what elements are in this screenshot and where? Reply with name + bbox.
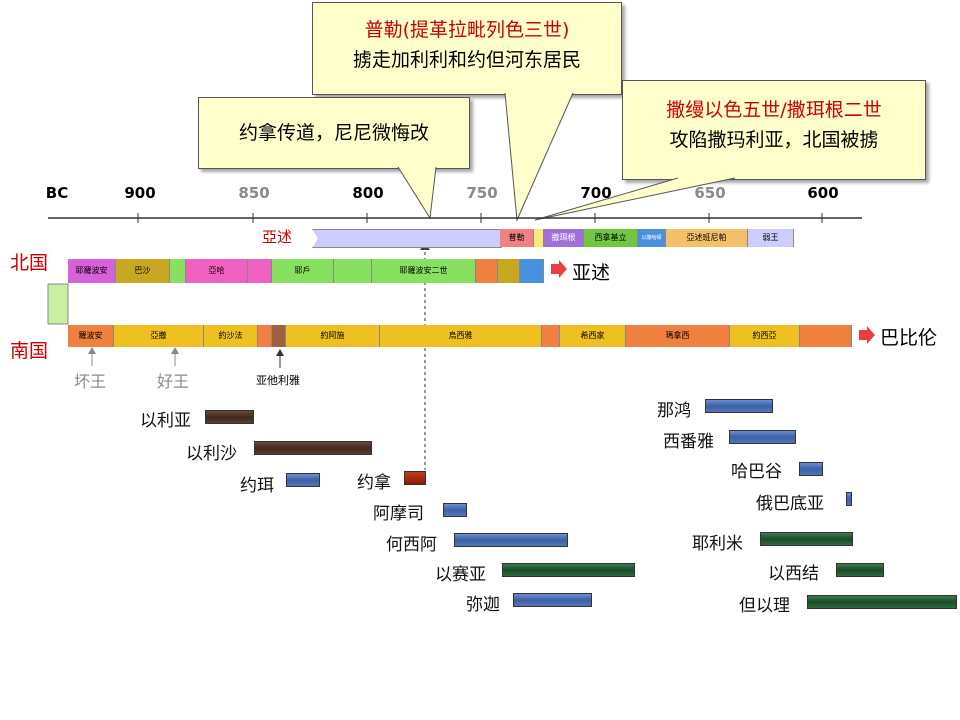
north-seg-omri bbox=[170, 259, 186, 283]
prophet-daniel-label: 但以理 bbox=[739, 596, 790, 616]
prophet-elisha-bar bbox=[254, 441, 372, 455]
prophet-nahum-bar bbox=[705, 399, 773, 413]
callout-pul-text: 掳走加利利和约但河东居民 bbox=[352, 49, 581, 71]
south-fate-label: 巴比伦 bbox=[880, 327, 938, 349]
north-seg-jeroboam2: 耶羅波安二世 bbox=[372, 259, 476, 283]
prophet-habakkuk-label: 哈巴谷 bbox=[731, 462, 782, 482]
tick-650: 650 bbox=[694, 184, 726, 202]
prophet-micah-label: 弥迦 bbox=[466, 595, 500, 615]
tick-600: 600 bbox=[807, 184, 839, 202]
north-fate-arrow bbox=[559, 260, 567, 278]
south-fate-arrow bbox=[867, 326, 875, 344]
south-seg-asa: 亞撒 bbox=[114, 325, 204, 347]
south-seg-athaliah bbox=[272, 325, 286, 347]
south-seg-late bbox=[800, 325, 852, 347]
south-seg-hezekiah: 希西家 bbox=[560, 325, 626, 347]
tick-800: 800 bbox=[352, 184, 384, 202]
prophet-elijah-bar bbox=[205, 410, 254, 424]
bad-king-note: 坏王 bbox=[74, 372, 107, 391]
assyria-seg-ashurbanipal: 亞述班尼帕 bbox=[666, 229, 748, 247]
prophet-elijah-label: 以利亚 bbox=[140, 411, 191, 431]
north-seg-late1 bbox=[476, 259, 498, 283]
callout-shalmaneser-text: 攻陷撒玛利亚，北国被掳 bbox=[669, 129, 879, 151]
prophet-obadiah-bar bbox=[846, 492, 852, 506]
prophet-jonah-label: 约拿 bbox=[357, 473, 391, 493]
tick-750: 750 bbox=[466, 184, 498, 202]
callout-shalmaneser-title: 撒缦以色五世/撒珥根二世 bbox=[666, 99, 882, 121]
south-seg-josiah: 約西亞 bbox=[730, 325, 800, 347]
prophet-amos-label: 阿摩司 bbox=[373, 504, 424, 524]
callout-pul: 普勒(提革拉毗列色三世) 掳走加利利和约但河东居民 bbox=[312, 2, 622, 95]
callout-jonah-text: 约拿传道，尼尼微悔改 bbox=[238, 122, 429, 144]
south-seg-ahaz bbox=[542, 325, 560, 347]
north-seg-late2 bbox=[498, 259, 520, 283]
north-seg-baasha: 巴沙 bbox=[116, 259, 170, 283]
prophet-hosea-label: 何西阿 bbox=[386, 535, 437, 555]
south-seg-jehoshaphat: 約沙法 bbox=[204, 325, 258, 347]
south-kingdom-label: 南国 bbox=[10, 340, 49, 362]
prophet-hosea-bar bbox=[454, 533, 568, 547]
kingdom-split-connector bbox=[47, 283, 69, 325]
south-seg-rehoboam: 羅波安 bbox=[68, 325, 114, 347]
prophet-isaiah-bar bbox=[502, 563, 635, 577]
north-seg-jeroboam: 耶羅波安 bbox=[68, 259, 116, 283]
axis-bc-label: BC bbox=[45, 184, 69, 202]
prophet-zephaniah-bar bbox=[729, 430, 796, 444]
prophet-obadiah-label: 俄巴底亚 bbox=[756, 494, 824, 514]
north-seg-jehoahaz bbox=[334, 259, 372, 283]
prophet-isaiah-label: 以赛亚 bbox=[435, 565, 486, 585]
assyria-early-bar bbox=[312, 229, 502, 248]
north-seg-joram bbox=[248, 259, 272, 283]
assyria-seg-weak-kings: 弱王 bbox=[748, 229, 794, 247]
athaliah-note: 亚他利雅 bbox=[256, 374, 300, 387]
prophet-habakkuk-bar bbox=[799, 462, 823, 476]
assyria-seg-sargon: 撒珥根 bbox=[544, 229, 584, 247]
south-seg-uzziah: 烏西雅 bbox=[380, 325, 542, 347]
prophet-jeremiah-label: 耶利米 bbox=[692, 534, 743, 554]
north-seg-jehu: 耶戶 bbox=[272, 259, 334, 283]
tick-850: 850 bbox=[238, 184, 270, 202]
north-seg-ahab: 亞哈 bbox=[186, 259, 248, 283]
south-seg-joash: 約阿施 bbox=[286, 325, 380, 347]
north-seg-hoshea bbox=[520, 259, 544, 283]
pul-pointer bbox=[504, 92, 574, 222]
prophet-amos-bar bbox=[443, 503, 467, 517]
assyria-seg-esarhaddon: 以撒哈頓 bbox=[638, 229, 666, 247]
tick-900: 900 bbox=[124, 184, 156, 202]
jonah-pointer bbox=[397, 166, 437, 220]
prophet-daniel-bar bbox=[807, 595, 957, 609]
callout-shalmaneser: 撒缦以色五世/撒珥根二世 攻陷撒玛利亚，北国被掳 bbox=[622, 80, 926, 180]
prophet-jeremiah-bar bbox=[760, 532, 853, 546]
assyria-seg-sennacherib: 西拿基立 bbox=[584, 229, 638, 247]
assyria-seg-gap bbox=[534, 229, 544, 247]
callout-pul-title: 普勒(提革拉毗列色三世) bbox=[364, 19, 570, 41]
prophet-micah-bar bbox=[513, 593, 592, 607]
north-fate-label: 亚述 bbox=[572, 262, 611, 284]
south-seg-jehoram bbox=[258, 325, 272, 347]
assyria-seg-pul: 普勒 bbox=[500, 229, 534, 247]
prophet-ezekiel-bar bbox=[836, 563, 884, 577]
good-king-note: 好王 bbox=[157, 372, 190, 391]
tick-700: 700 bbox=[580, 184, 612, 202]
prophet-zephaniah-label: 西番雅 bbox=[663, 432, 714, 452]
prophet-ezekiel-label: 以西结 bbox=[768, 564, 819, 584]
prophet-jonah-bar bbox=[404, 471, 426, 485]
north-kingdom-label: 北国 bbox=[10, 252, 49, 274]
prophet-nahum-label: 那鸿 bbox=[657, 401, 691, 421]
prophet-joel-bar bbox=[286, 473, 320, 487]
prophet-joel-label: 约珥 bbox=[240, 476, 274, 496]
callout-jonah: 约拿传道，尼尼微悔改 bbox=[198, 97, 470, 169]
south-seg-manasseh: 瑪拿西 bbox=[626, 325, 730, 347]
assyria-label: 亞述 bbox=[262, 228, 293, 246]
prophet-elisha-label: 以利沙 bbox=[186, 444, 237, 464]
